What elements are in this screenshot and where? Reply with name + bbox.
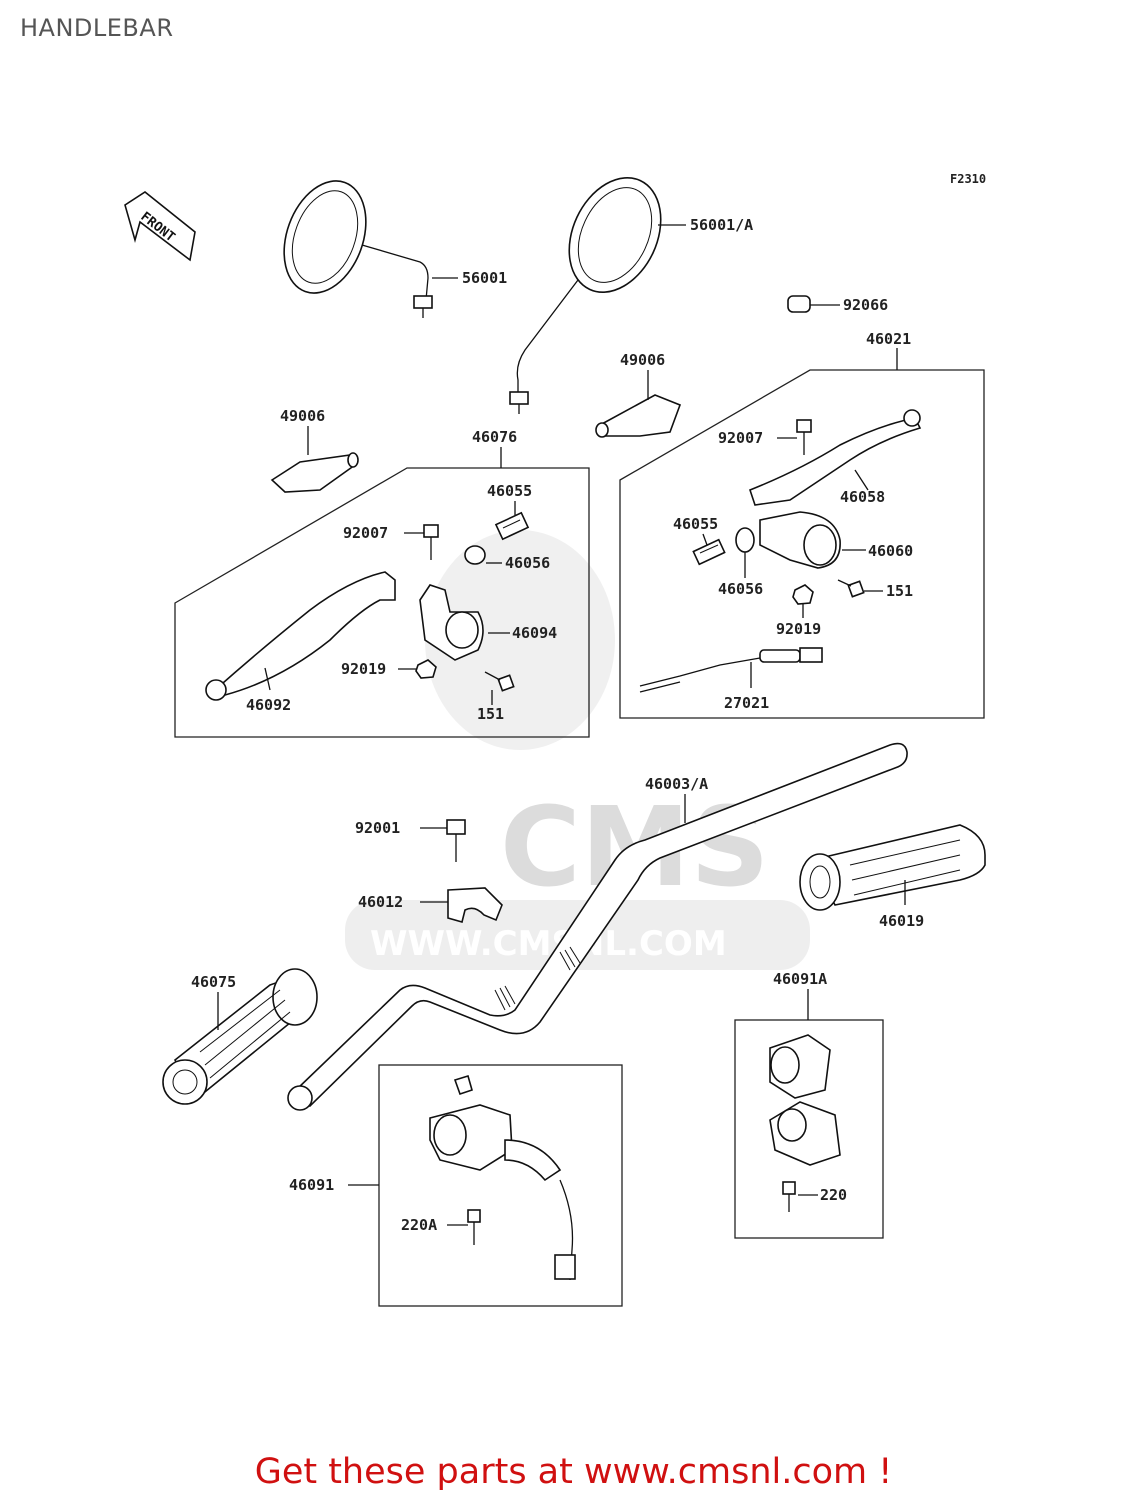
label-46060: 46060: [868, 542, 913, 560]
switch-housing-46091a-icon: [769, 1034, 841, 1166]
lever-cover-right-icon: [595, 394, 682, 438]
label-46056-right: 46056: [718, 580, 763, 598]
label-151-left: 151: [477, 705, 504, 723]
switch-wire-27021-icon: [639, 647, 823, 693]
clutch-lever-icon: [749, 409, 922, 506]
page-title: HANDLEBAR: [20, 14, 174, 42]
lever-holder-right-icon: [759, 511, 841, 569]
grip-46075-icon: [162, 968, 318, 1105]
parts-diagram: CMS WWW.CMSNL.COM F2310 FRONT 56001 5600…: [124, 172, 986, 1307]
mirror-left-icon: [283, 180, 433, 318]
label-46094: 46094: [512, 624, 557, 642]
figure-code: F2310: [950, 172, 986, 186]
label-92066: 92066: [843, 296, 888, 314]
label-49006-right: 49006: [620, 351, 665, 369]
label-49006-left: 49006: [280, 407, 325, 425]
bolt-92001-icon: [446, 819, 466, 862]
switch-housing-46091-icon: [429, 1074, 576, 1281]
label-46092: 46092: [246, 696, 291, 714]
switch-housing-46091a-box: [734, 1019, 884, 1239]
mirror-right-icon: [509, 176, 662, 414]
label-46076: 46076: [472, 428, 517, 446]
label-92001: 92001: [355, 819, 400, 837]
label-56001: 56001: [462, 269, 507, 287]
nut-46056-right-icon: [735, 527, 755, 553]
adjuster-46055-right-icon: [692, 538, 726, 566]
label-220: 220: [820, 1186, 847, 1204]
handlebar-46003a-icon: [287, 742, 908, 1111]
clamp-46012-icon: [447, 887, 503, 923]
label-92019-right: 92019: [776, 620, 821, 638]
brake-lever-assembly-box: [174, 467, 590, 738]
label-46075: 46075: [191, 973, 236, 991]
bolt-151-right-icon: [837, 579, 865, 598]
label-46091: 46091: [289, 1176, 334, 1194]
clutch-lever-assembly-box: [619, 369, 985, 719]
bolt-92007-right-icon: [796, 419, 812, 455]
switch-housing-46091-box: [378, 1064, 623, 1307]
bolt-92007-left-icon: [423, 524, 439, 560]
screw-220-icon: [782, 1181, 796, 1212]
cap-92066-icon: [787, 295, 811, 313]
label-46012: 46012: [358, 893, 403, 911]
nut-46056-left-icon: [464, 545, 486, 565]
lever-holder-left-icon: [419, 584, 484, 661]
label-46091a: 46091A: [773, 970, 827, 988]
brake-lever-icon: [205, 571, 396, 701]
screw-220a-icon: [467, 1209, 481, 1245]
label-46021: 46021: [866, 330, 911, 348]
label-46019: 46019: [879, 912, 924, 930]
label-151-right: 151: [886, 582, 913, 600]
label-46003a: 46003/A: [645, 775, 708, 793]
bolt-151-left-icon: [484, 671, 515, 692]
grip-46019-icon: [799, 824, 986, 911]
front-arrow-icon: FRONT: [124, 191, 196, 262]
footer-promo-link[interactable]: Get these parts at www.cmsnl.com !: [254, 1452, 893, 1492]
label-56001a: 56001/A: [690, 216, 753, 234]
nut-92019-left-icon: [415, 659, 437, 679]
label-27021: 27021: [724, 694, 769, 712]
label-46055-right: 46055: [673, 515, 718, 533]
nut-92019-right-icon: [792, 584, 814, 605]
label-46055-left: 46055: [487, 482, 532, 500]
label-46058: 46058: [840, 488, 885, 506]
label-92019-left: 92019: [341, 660, 386, 678]
adjuster-46055-left-icon: [494, 511, 530, 541]
label-46056-left: 46056: [505, 554, 550, 572]
label-92007-right: 92007: [718, 429, 763, 447]
lever-cover-left-icon: [270, 452, 359, 493]
watermark-url-text: WWW.CMSNL.COM: [370, 924, 727, 964]
label-220a: 220A: [401, 1216, 437, 1234]
label-92007-left: 92007: [343, 524, 388, 542]
